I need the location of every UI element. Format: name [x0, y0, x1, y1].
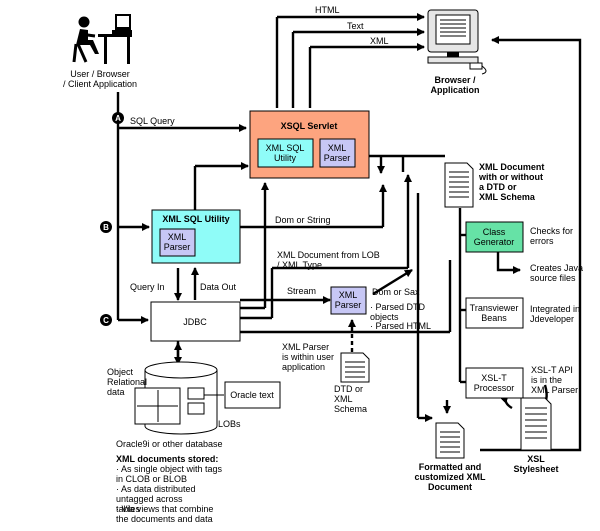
- xml-doc-from-lob-label: XML Document from LOB/ XML Type: [277, 250, 380, 270]
- xml-label: XML: [370, 36, 389, 46]
- xsql-servlet-label: XSQL Servlet: [281, 121, 338, 131]
- stream-label: Stream: [287, 286, 316, 296]
- xsql-servlet-box: [249, 110, 370, 179]
- query-in-label: Query In: [130, 282, 165, 292]
- jdbc-box: [150, 301, 241, 342]
- oracle-text-label: Oracle text: [230, 390, 274, 400]
- browser-label: Browser /Application: [431, 75, 480, 95]
- xslt-processor-box: [465, 367, 524, 399]
- parsed-html-annotation: · Parsed HTML: [370, 321, 431, 331]
- xml-sql-utility-label: XML SQL Utility: [162, 214, 229, 224]
- lobs-annotation: LOBs: [218, 419, 241, 429]
- data-out-label: Data Out: [200, 282, 237, 292]
- svg-text:C: C: [103, 316, 109, 325]
- document-icon: [520, 397, 552, 451]
- database-annotation: Oracle9i or other database: [116, 439, 223, 449]
- svg-text:A: A: [115, 114, 121, 123]
- html-label: HTML: [315, 5, 340, 15]
- dom-or-sax-arrow: [372, 268, 413, 296]
- text-label: Text: [347, 21, 364, 31]
- marker-c: C: [100, 314, 112, 326]
- dom-or-sax-label: Dom or Sax: [372, 287, 420, 297]
- xml-sql-utility-box: [151, 209, 241, 264]
- computer-monitor-icon: [427, 9, 487, 75]
- document-icon: [444, 162, 474, 208]
- dom-or-string-label: Dom or String: [275, 215, 331, 225]
- jdbc-label: JDBC: [183, 317, 207, 327]
- stored-title: XML documents stored:: [116, 454, 218, 464]
- user-label: User / Browser/ Client Application: [63, 69, 137, 89]
- svg-text:B: B: [103, 223, 109, 232]
- transviewer-box: [465, 297, 524, 329]
- stream-parser-box: [330, 286, 367, 315]
- person-at-computer-icon: [72, 14, 132, 64]
- marker-a: A: [112, 112, 124, 124]
- sql-query-label: SQL Query: [130, 116, 175, 126]
- document-icon: [435, 422, 465, 459]
- document-icon: [340, 352, 370, 383]
- oracle-text-box: [224, 381, 281, 409]
- class-generator-box: [465, 221, 524, 253]
- database-cylinder-icon: [134, 361, 224, 435]
- marker-b: B: [100, 221, 112, 233]
